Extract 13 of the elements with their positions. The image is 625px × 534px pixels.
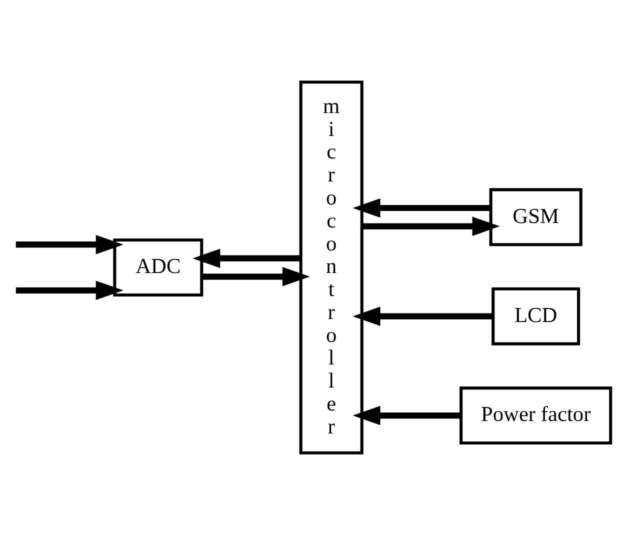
arrow [362,216,500,236]
arrow [192,248,301,268]
arrow [16,280,124,300]
node-box: GSM [489,188,582,246]
node-box: Power factor [460,386,612,444]
arrow [352,198,491,218]
arrow [16,234,124,254]
node-box: microcontroller [299,80,364,454]
arrow [202,266,310,286]
node-box: ADC [113,238,204,296]
arrow [352,405,461,425]
arrow [352,306,493,326]
node-box: LCD [492,286,580,345]
